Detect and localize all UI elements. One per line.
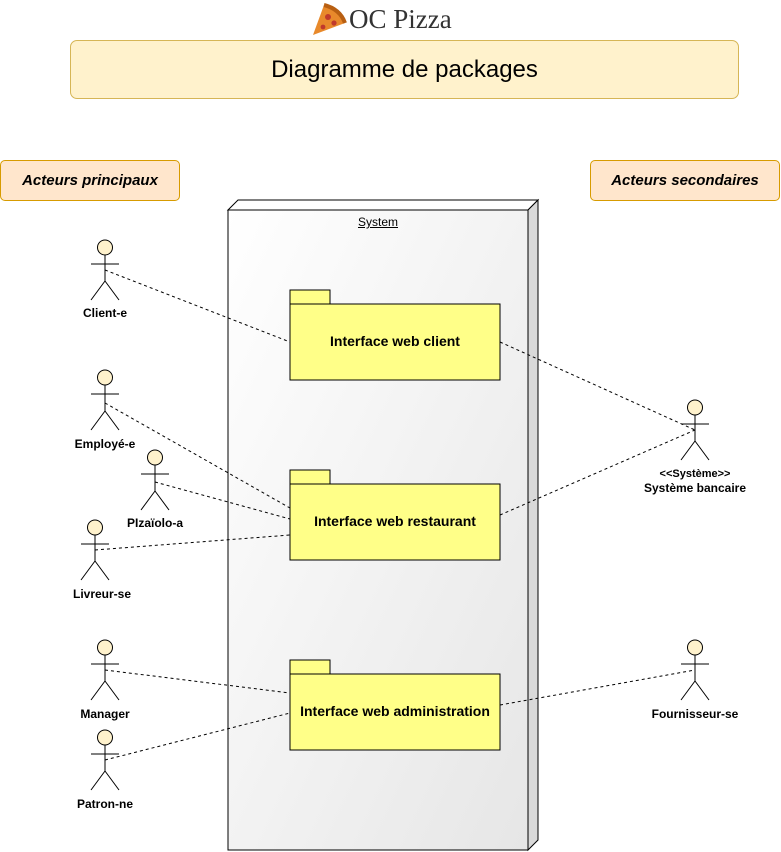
secondary-actors-label: Acteurs secondaires [590, 160, 780, 201]
actor-banque-stereotype: <<Système>> [659, 468, 731, 480]
package-client [289, 289, 501, 381]
actor-client-figure [90, 239, 120, 301]
actor-livreur-figure [80, 519, 110, 581]
association-livreur [94, 534, 291, 551]
primary-actors-label: Acteurs principaux [0, 160, 180, 201]
association-pizzaiolo [154, 481, 291, 520]
actor-patron-figure [90, 729, 120, 791]
actor-banque-figure [680, 399, 710, 461]
actor-manager-label: Manager [80, 707, 130, 721]
package-restaurant [289, 469, 501, 561]
package-administration-label: Interface web administration [300, 703, 490, 719]
association-manager [104, 669, 291, 694]
actor-livreur-label: Livreur-se [72, 587, 132, 601]
actor-fournisseur-label: Fournisseur-se [651, 707, 739, 721]
actor-employe-figure [90, 369, 120, 431]
actor-manager-figure [90, 639, 120, 701]
package-client-label: Interface web client [330, 333, 460, 349]
actor-employe-label: Employé-e [74, 437, 136, 451]
page-title: Diagramme de packages [70, 40, 739, 99]
actor-fournisseur-figure [680, 639, 710, 701]
actor-pizzaiolo-figure [140, 449, 170, 511]
logo-text: OC Pizza [349, 4, 452, 34]
actor-client-label: Client-e [82, 306, 128, 320]
actor-banque-label: Système bancaire [643, 481, 747, 495]
pizza-slice-icon [313, 3, 347, 35]
logo: OC Pizza [310, 1, 456, 38]
package-administration [289, 659, 501, 751]
system-title: System [357, 215, 399, 229]
actor-pizzaiolo-label: PIzaïolo-a [126, 516, 184, 530]
package-restaurant-label: Interface web restaurant [314, 513, 476, 529]
actor-patron-label: Patron-ne [76, 797, 134, 811]
association-patron [104, 712, 291, 761]
